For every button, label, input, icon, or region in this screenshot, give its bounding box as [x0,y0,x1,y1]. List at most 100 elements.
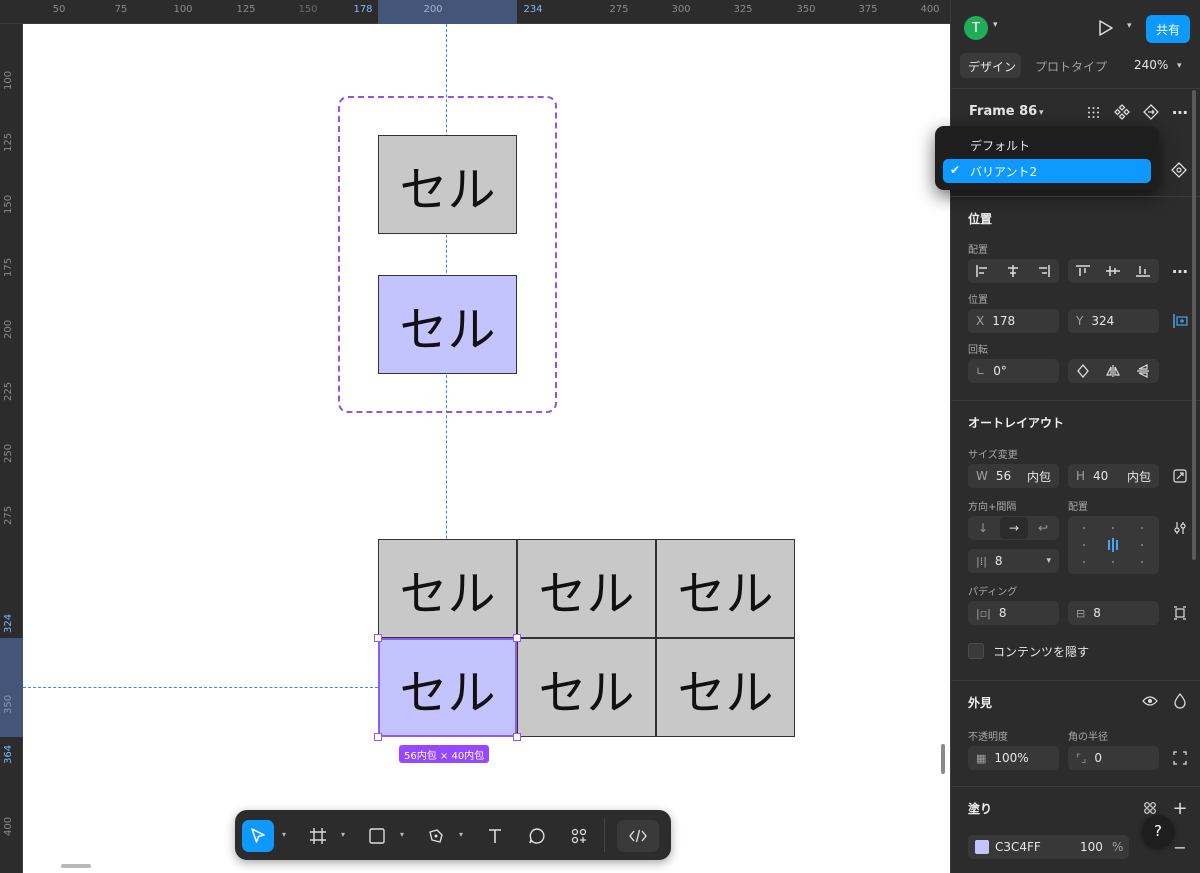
padding-horizontal-field[interactable]: |▫|8 [968,601,1059,625]
chevron-down-icon[interactable]: ▾ [459,830,464,839]
align-left-icon[interactable] [974,263,992,279]
move-tool-button[interactable] [242,820,274,852]
frame-tool-button[interactable] [302,820,334,852]
constraints-icon[interactable] [1171,312,1189,330]
ruler-tick: 200 [3,319,14,339]
add-fill-icon[interactable]: + [1172,797,1188,819]
clip-content-checkbox[interactable] [968,643,984,659]
chevron-down-icon[interactable]: ▾ [1127,21,1132,31]
variant-option-default[interactable]: デフォルト [970,139,1031,153]
table-cell[interactable]: セル [656,638,795,737]
wrap-icon[interactable]: ↩ [1037,521,1049,535]
fill-swatch[interactable] [975,840,989,854]
fill-hex[interactable]: C3C4FF [995,840,1041,854]
padding-vertical-field[interactable]: ⊟8 [1068,601,1159,625]
detach-icon[interactable] [1142,103,1160,121]
share-button[interactable]: 共有 [1146,15,1190,43]
canvas[interactable]: セル セル セル セル セル セル セル セル 56内包 × 40内包 [23,24,950,873]
check-icon: ✔ [950,163,961,177]
transform-group [1068,359,1159,383]
radius-field[interactable]: ⌜⌟0 [1068,746,1159,770]
layout-settings-icon[interactable] [1171,519,1189,537]
comment-tool-button[interactable] [521,820,553,852]
remove-fill-icon[interactable]: − [1173,837,1187,857]
direction-selected-bg [1000,517,1028,539]
chevron-down-icon[interactable]: ▾ [400,830,405,839]
more-icon[interactable]: ⋯ [1172,102,1188,122]
ruler-tick: 275 [3,505,14,525]
align-top-icon[interactable] [1074,263,1092,279]
resize-to-fit-icon[interactable] [1171,467,1189,485]
height-mode[interactable]: 内包 [1126,469,1151,484]
tab-design[interactable]: デザイン [968,60,1017,74]
table-cell[interactable]: セル [517,638,656,737]
chevron-down-icon[interactable]: ▾ [1177,61,1182,71]
resize-handle[interactable] [374,733,382,741]
table-cell[interactable]: セル [656,539,795,638]
alignment-grid[interactable] [1068,516,1159,574]
width-mode[interactable]: 内包 [1026,469,1051,484]
flip-horizontal-icon[interactable] [1104,363,1122,379]
more-icon[interactable]: ⋯ [1172,261,1188,281]
align-middle-icon[interactable] [1104,263,1122,279]
shape-tool-button[interactable] [361,820,393,852]
tab-prototype[interactable]: プロトタイプ [1035,60,1108,74]
opacity-field[interactable]: ▦100% [968,746,1059,770]
dev-mode-button[interactable] [617,820,659,852]
table-cell[interactable]: セル [378,539,517,638]
position-label: 位置 [968,295,988,306]
chevron-down-icon[interactable]: ▾ [993,20,998,30]
eye-icon[interactable] [1141,692,1159,710]
rotation-field[interactable]: ∟0° [968,359,1059,383]
variant-option-selected-bg[interactable] [943,159,1151,183]
grid-icon[interactable] [1085,104,1101,120]
flip-vertical-icon[interactable] [1134,363,1152,379]
individual-corners-icon[interactable] [1171,749,1189,767]
align-bottom-icon[interactable] [1134,263,1152,279]
alignment-label: 配置 [1068,502,1088,513]
rotate-icon[interactable] [1074,363,1092,379]
chevron-down-icon[interactable]: ▾ [1046,556,1051,566]
component-set[interactable] [338,96,557,413]
panel-scrollbar[interactable] [1192,90,1196,560]
gap-field[interactable]: |⁞|8▾ [968,549,1059,573]
align-center-icon[interactable] [1004,263,1022,279]
chevron-down-icon[interactable]: ▾ [341,830,346,839]
resize-handle[interactable] [513,634,521,642]
avatar[interactable]: T [964,16,988,40]
frame-name[interactable]: Frame 86 [969,104,1038,119]
direction-label: 方向+間隔 [968,502,1017,513]
styles-icon[interactable] [1141,799,1159,817]
resize-handle[interactable] [513,733,521,741]
vertical-scrollbar[interactable] [941,744,945,774]
individual-padding-icon[interactable] [1171,604,1189,622]
text-tool-button[interactable] [479,820,511,852]
horizontal-scrollbar[interactable] [61,864,91,868]
actions-tool-button[interactable] [563,820,595,852]
resize-handle[interactable] [374,634,382,642]
variant-default-cell[interactable]: セル [378,135,517,234]
variant-2-cell[interactable]: セル [378,275,517,374]
arrow-down-icon[interactable]: ↓ [977,521,989,535]
table-cell-selected[interactable]: セル [378,638,517,737]
fill-opacity[interactable]: 100 [1080,840,1103,854]
chevron-down-icon[interactable]: ▾ [1039,108,1044,118]
instance-settings-icon[interactable] [1170,161,1188,179]
variant-option-2[interactable]: バリアント2 [970,165,1038,179]
component-icon[interactable] [1113,103,1131,121]
arrow-right-icon[interactable]: → [1008,521,1020,535]
fill-field[interactable]: C3C4FF 100 % [968,835,1129,859]
pen-tool-button[interactable] [420,820,452,852]
zoom-level[interactable]: 240% [1134,58,1169,72]
chevron-down-icon[interactable]: ▾ [282,830,287,839]
table-cell[interactable]: セル [517,539,656,638]
help-button[interactable]: ? [1142,815,1174,847]
play-icon[interactable] [1096,18,1116,38]
align-right-icon[interactable] [1034,263,1052,279]
opacity-icon: ▦ [976,751,987,765]
blend-mode-icon[interactable] [1171,692,1189,710]
